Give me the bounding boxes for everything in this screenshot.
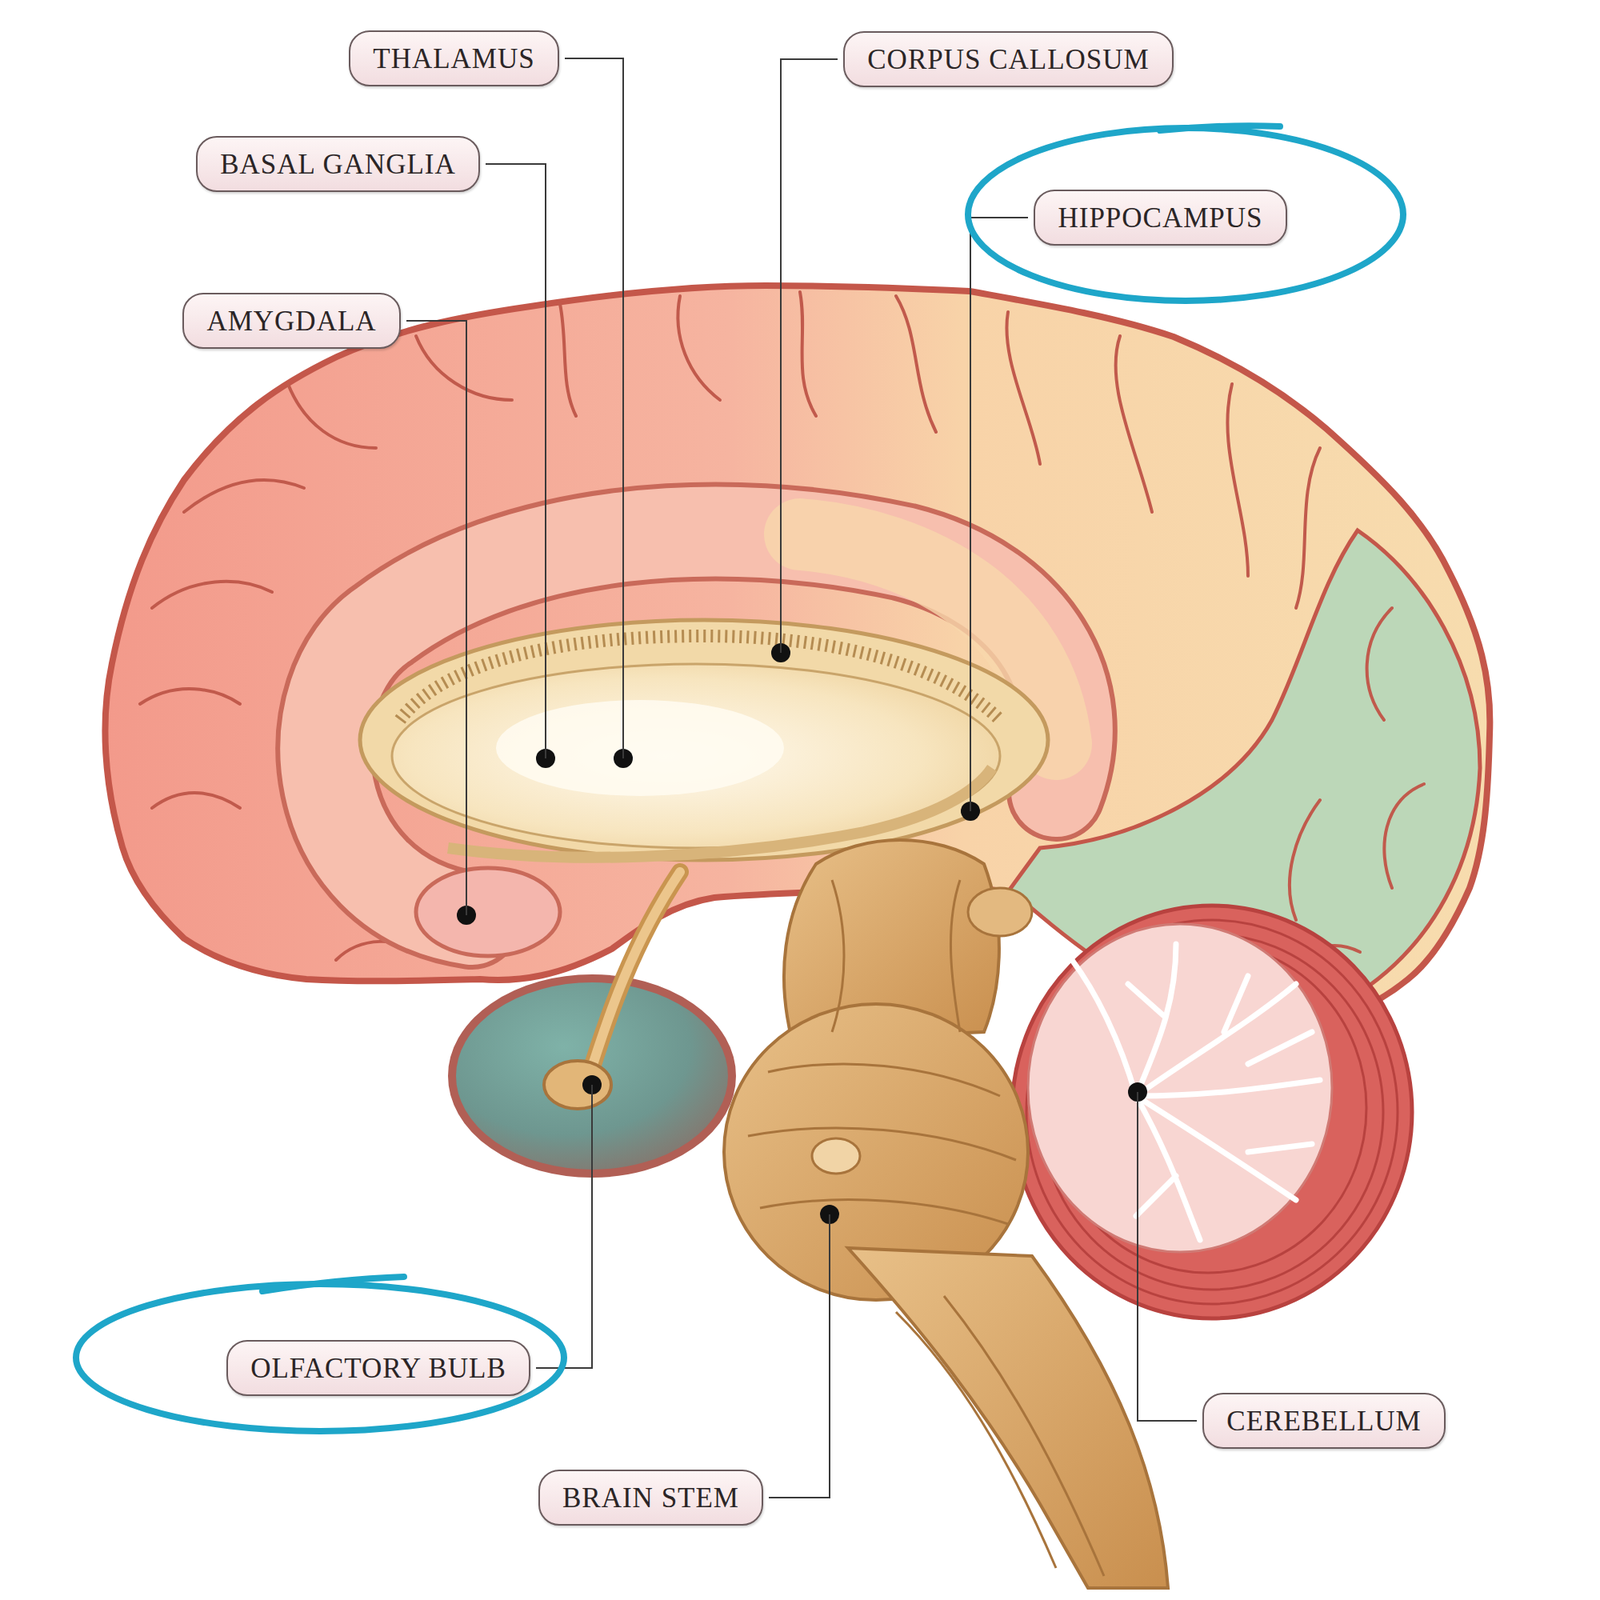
label-box: THALAMUS [348,30,560,87]
leader-line [564,58,624,759]
stem-striations [748,880,1104,1576]
label-box: AMYGDALA [182,292,401,349]
highlight-circle [76,1284,564,1432]
label-text: THALAMUS [372,44,535,73]
leader-line [1137,1092,1197,1421]
arbor-vitae [1072,944,1320,1240]
label-text: BASAL GANGLIA [220,150,456,179]
label-text: BRAIN STEM [562,1484,740,1512]
olfactory-tract [588,872,680,1080]
label-box: OLFACTORY BULB [226,1340,531,1396]
label-text: AMYGDALA [206,307,376,336]
label-box: CORPUS CALLOSUM [843,31,1174,88]
label-text: CEREBELLUM [1226,1407,1421,1436]
label-box: BRAIN STEM [538,1469,764,1526]
amygdala-part [416,868,560,956]
pointer-dots [456,643,1148,1224]
highlight-stroke [1160,125,1280,131]
medulla [848,1248,1168,1588]
leader-line [970,217,1028,812]
label-box: BASAL GANGLIA [196,136,480,192]
leader-line [485,164,546,759]
gyri [140,292,1424,984]
label-text: OLFACTORY BULB [250,1354,507,1383]
leader-line [768,1214,830,1498]
colliculus [968,888,1032,936]
thalamus-glow [496,700,784,796]
highlight-stroke [262,1276,404,1292]
cerebellum-inner [1028,924,1332,1252]
cerebellum-folia [1026,920,1398,1304]
label-text: CORPUS CALLOSUM [867,45,1149,74]
leader-line [406,320,467,916]
leader-line [780,59,838,653]
cranial-nerve [812,1138,860,1174]
label-box: HIPPOCAMPUS [1033,189,1288,246]
corpus-callosum [360,620,1048,860]
olfactory-bulb-shape [544,1060,612,1109]
label-box: CEREBELLUM [1202,1392,1446,1449]
olfactory-tract-highlight [588,872,680,1080]
label-text: HIPPOCAMPUS [1057,204,1263,232]
highlight-circle [968,128,1404,301]
cerebellum-outer [1012,905,1412,1319]
